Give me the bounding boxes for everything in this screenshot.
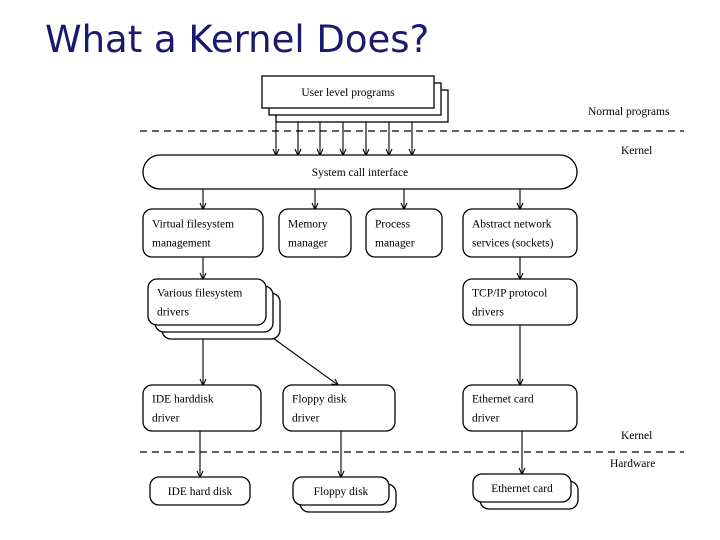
node-tcpip-protocol-drivers-label-line-1: TCP/IP protocol [472, 288, 547, 300]
zone-normal-programs-label: Normal programs [588, 106, 670, 118]
node-ethernet-card-driver[interactable]: Ethernet card driver [462, 384, 578, 432]
node-virtual-filesystem-management-box[interactable] [142, 208, 264, 258]
node-various-filesystem-drivers-box[interactable] [147, 278, 267, 326]
node-memory-manager[interactable]: Memory manager [278, 208, 352, 258]
node-floppy-disk-box[interactable] [292, 476, 390, 506]
node-process-manager[interactable]: Process manager [365, 208, 443, 258]
node-ethernet-card-driver-label-line-2: driver [472, 413, 500, 425]
node-floppy-disk-driver-label-line-1: Floppy disk [292, 394, 347, 406]
node-various-filesystem-drivers[interactable]: Various filesystem drivers [147, 278, 281, 340]
node-floppy-disk-label-line-1: Floppy disk [314, 486, 369, 498]
node-tcpip-protocol-drivers-box[interactable] [462, 278, 578, 326]
node-ethernet-card-driver-label-line-1: Ethernet card [472, 394, 534, 406]
zone-kernel-top-label: Kernel [621, 145, 652, 157]
zone-dividers-layer [140, 130, 684, 453]
node-abstract-network-services-label-line-2: services (sockets) [472, 238, 554, 250]
node-abstract-network-services-label-line-1: Abstract network [472, 219, 552, 231]
node-ide-harddisk-driver-label-line-1: IDE harddisk [152, 394, 214, 406]
node-various-filesystem-drivers-label-line-1: Various filesystem [157, 288, 242, 300]
node-process-manager-box[interactable] [365, 208, 443, 258]
zone-kernel-bottom-label: Kernel [621, 430, 652, 442]
node-system-call-interface-box[interactable] [142, 154, 578, 190]
node-virtual-filesystem-management-label-line-1: Virtual filesystem [152, 219, 234, 231]
page-title: What a Kernel Does? [45, 18, 430, 61]
node-process-manager-label-line-2: manager [375, 238, 415, 250]
node-floppy-disk-driver-label-line-2: driver [292, 413, 320, 425]
zone-hardware-label: Hardware [610, 458, 655, 470]
node-floppy-disk-driver[interactable]: Floppy disk driver [282, 384, 396, 432]
node-ethernet-card-label-line-1: Ethernet card [491, 483, 553, 495]
node-ide-harddisk-driver-label-line-2: driver [152, 413, 180, 425]
node-system-call-interface[interactable]: System call interface [142, 154, 578, 190]
node-user-level-programs-label-line-1: User level programs [301, 87, 395, 99]
node-virtual-filesystem-management-label-line-2: management [152, 238, 212, 250]
node-ethernet-card[interactable]: Ethernet card [472, 473, 579, 510]
node-user-level-programs[interactable]: User level programs [261, 75, 449, 123]
connector-various-filesystem-drivers-to-floppy-disk-driver [265, 332, 340, 387]
node-process-manager-label-line-1: Process [375, 219, 411, 231]
node-ide-hard-disk-label-line-1: IDE hard disk [168, 486, 233, 498]
node-ide-harddisk-driver-box[interactable] [142, 384, 262, 432]
node-memory-manager-box[interactable] [278, 208, 352, 258]
node-system-call-interface-label-line-1: System call interface [312, 167, 408, 179]
node-virtual-filesystem-management[interactable]: Virtual filesystem management [142, 208, 264, 258]
node-memory-manager-label-line-1: Memory [288, 219, 328, 231]
node-abstract-network-services[interactable]: Abstract network services (sockets) [462, 208, 578, 258]
node-abstract-network-services-box[interactable] [462, 208, 578, 258]
node-tcpip-protocol-drivers[interactable]: TCP/IP protocol drivers [462, 278, 578, 326]
node-user-level-programs-box[interactable] [261, 75, 435, 109]
node-memory-manager-label-line-2: manager [288, 238, 328, 250]
node-tcpip-protocol-drivers-label-line-2: drivers [472, 307, 504, 319]
node-ethernet-card-driver-box[interactable] [462, 384, 578, 432]
node-floppy-disk-driver-box[interactable] [282, 384, 396, 432]
node-floppy-disk[interactable]: Floppy disk [292, 476, 397, 513]
node-ethernet-card-box[interactable] [472, 473, 572, 503]
node-various-filesystem-drivers-label-line-2: drivers [157, 307, 189, 319]
node-ide-hard-disk-box[interactable] [149, 476, 251, 506]
node-ide-harddisk-driver[interactable]: IDE harddisk driver [142, 384, 262, 432]
node-ide-hard-disk[interactable]: IDE hard disk [149, 476, 251, 506]
